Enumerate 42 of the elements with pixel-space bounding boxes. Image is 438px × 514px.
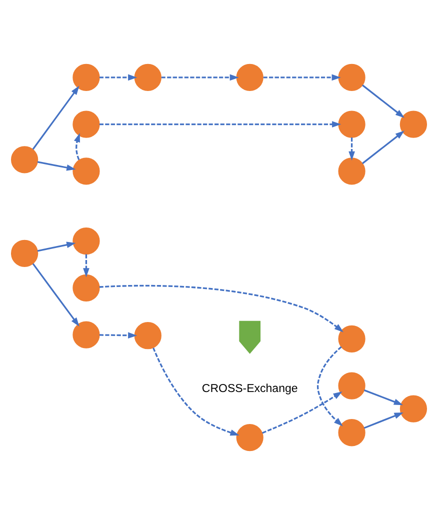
arrow bbox=[99, 120, 342, 127]
arrow bbox=[364, 388, 403, 405]
arrow bbox=[364, 412, 404, 428]
node-circle bbox=[338, 418, 366, 446]
node-circle bbox=[72, 227, 100, 254]
node-circle bbox=[134, 322, 162, 349]
arrow bbox=[362, 130, 404, 164]
node-circle bbox=[338, 372, 366, 399]
node-arrow bbox=[239, 320, 261, 354]
arrow bbox=[262, 390, 342, 434]
arrow bbox=[99, 74, 138, 80]
arrow bbox=[99, 332, 138, 338]
arrow bbox=[161, 74, 239, 80]
arrow bbox=[74, 132, 80, 160]
arrow bbox=[83, 254, 90, 277]
arrow bbox=[37, 241, 76, 252]
arrow bbox=[263, 74, 341, 80]
node-circle bbox=[338, 110, 366, 138]
arrow bbox=[348, 136, 355, 160]
node-circle bbox=[236, 423, 264, 451]
node-circle bbox=[400, 394, 428, 422]
arrow bbox=[32, 262, 80, 326]
node-circle bbox=[72, 157, 100, 184]
node-circle bbox=[400, 110, 428, 138]
arrow bbox=[152, 347, 240, 436]
node-circle bbox=[11, 239, 38, 266]
arrow bbox=[99, 284, 344, 332]
node-circle bbox=[338, 157, 366, 184]
node-circle bbox=[338, 63, 366, 90]
node-circle bbox=[134, 63, 162, 90]
arrow bbox=[316, 346, 343, 426]
node-circle bbox=[72, 274, 100, 301]
node-label: CROSS-Exchange bbox=[202, 382, 298, 395]
node-circle bbox=[72, 63, 100, 90]
node-circle bbox=[72, 320, 100, 348]
arrow bbox=[37, 160, 76, 170]
node-circle bbox=[72, 110, 100, 138]
node-circle bbox=[236, 63, 264, 90]
node-circle bbox=[338, 324, 366, 352]
arrow bbox=[362, 84, 404, 118]
arrow bbox=[32, 85, 80, 150]
node-circle bbox=[11, 146, 38, 173]
